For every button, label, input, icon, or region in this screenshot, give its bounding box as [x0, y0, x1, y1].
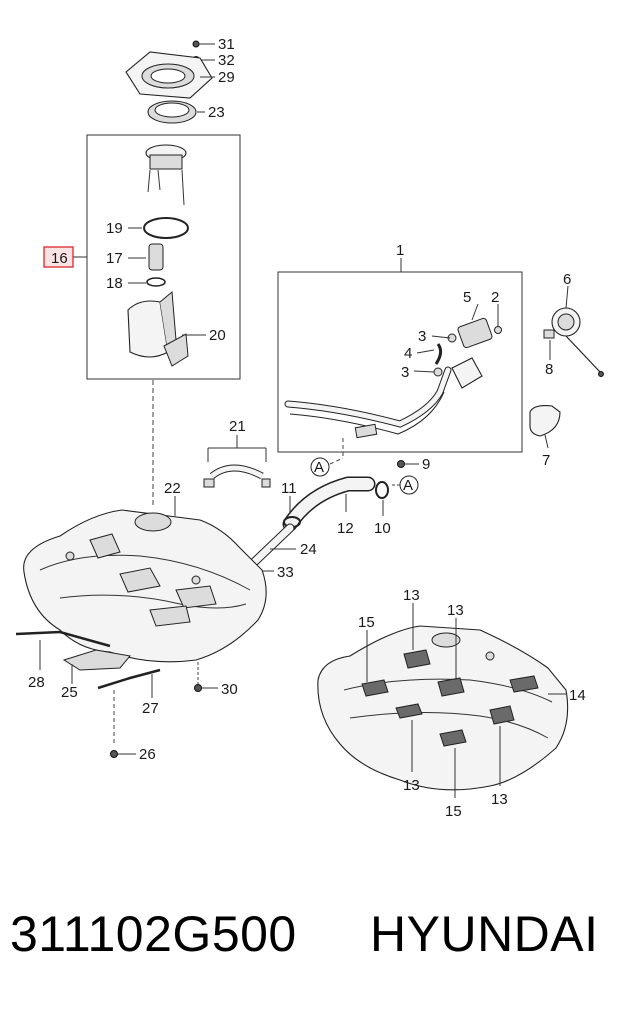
filler-pipe-frame — [277, 271, 523, 453]
part-number: 311102G500 — [10, 906, 297, 962]
callout-20: 20 — [209, 327, 226, 344]
fuel-tank-pads — [317, 625, 569, 791]
strap-28-icon — [15, 630, 111, 648]
bolt-26-icon — [110, 750, 118, 758]
callout-33: 33 — [277, 564, 294, 581]
pump-motor-icon — [148, 243, 164, 271]
pad-13-icon — [403, 649, 431, 669]
o-ring-icon — [143, 217, 189, 239]
bolt-31-icon — [192, 40, 200, 48]
callout-a-left: A — [314, 459, 324, 476]
pump-ring-icon — [146, 277, 166, 287]
callout-19: 19 — [106, 220, 123, 237]
callout-31: 31 — [218, 36, 235, 53]
callout-22: 22 — [164, 480, 181, 497]
callout-32: 32 — [218, 52, 235, 69]
pad-14-icon — [509, 675, 539, 693]
strap-27-icon — [97, 668, 161, 690]
callout-23: 23 — [208, 104, 225, 121]
brand-name: HYUNDAI — [370, 906, 599, 962]
sender-float-icon — [163, 333, 189, 367]
callout-15-bottom: 15 — [445, 803, 462, 820]
callout-13-bottom-left: 13 — [403, 777, 420, 794]
cover-plate-group — [125, 40, 215, 124]
callout-5: 5 — [463, 289, 471, 306]
callout-25: 25 — [61, 684, 78, 701]
pad-15-icon — [361, 679, 389, 697]
callout-18: 18 — [106, 275, 123, 292]
hose-clamp-10-icon — [375, 481, 389, 499]
callout-a-right: A — [403, 477, 413, 494]
fuel-cap-group — [529, 307, 604, 437]
protector-25-icon — [62, 649, 131, 671]
callout-30: 30 — [221, 681, 238, 698]
callout-4: 4 — [404, 345, 412, 362]
callout-10: 10 — [374, 520, 391, 537]
callout-3-upper: 3 — [418, 328, 426, 345]
callout-13-top-right: 13 — [447, 602, 464, 619]
canister-filter-icon — [457, 317, 493, 349]
callout-8: 8 — [545, 361, 553, 378]
callout-24: 24 — [300, 541, 317, 558]
callout-6: 6 — [563, 271, 571, 288]
callout-27: 27 — [142, 700, 159, 717]
filler-neck-icon — [451, 357, 483, 389]
callout-11: 11 — [281, 480, 297, 497]
callout-28: 28 — [28, 674, 45, 691]
bolt-30-icon — [194, 684, 202, 692]
callout-13-top-left: 13 — [403, 587, 420, 604]
callout-9: 9 — [422, 456, 430, 473]
callout-17: 17 — [106, 250, 123, 267]
fuel-tank-main — [23, 509, 267, 663]
cap-bolt-icon — [543, 329, 555, 339]
callout-13-bottom-right: 13 — [491, 791, 508, 808]
pump-module-assembly — [127, 144, 189, 367]
filler-pipe-assembly — [284, 317, 502, 439]
callout-26: 26 — [139, 746, 156, 763]
callout-15-top: 15 — [358, 614, 375, 631]
tank-opening-icon — [134, 512, 172, 532]
connector-a-left — [310, 457, 330, 477]
callout-7: 7 — [542, 452, 550, 469]
callout-12: 12 — [337, 520, 354, 537]
highlight-box-16[interactable] — [43, 246, 74, 268]
callout-29: 29 — [218, 69, 235, 86]
callout-2: 2 — [491, 289, 499, 306]
bolt-9-icon — [397, 460, 405, 468]
callout-16[interactable]: 16 — [51, 250, 68, 267]
callout-21: 21 — [229, 418, 246, 435]
callout-14: 14 — [569, 687, 586, 704]
fuel-door-icon — [529, 405, 561, 437]
callout-1: 1 — [396, 242, 404, 259]
callout-3-lower: 3 — [401, 364, 409, 381]
